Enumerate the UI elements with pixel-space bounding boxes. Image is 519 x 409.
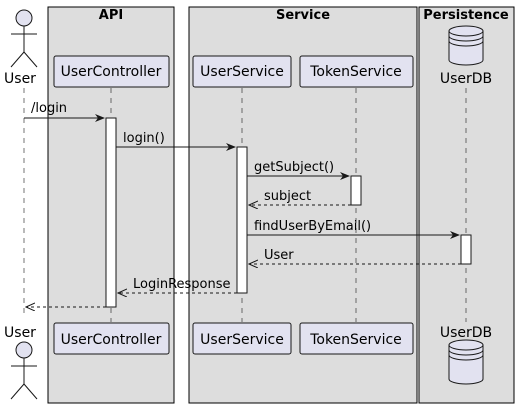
participant-usercontroller-bottom: UserController	[53, 322, 170, 355]
participant-userservice-top: UserService	[192, 55, 292, 88]
participant-label-userservice-top: UserService	[200, 64, 284, 80]
activation-usercontroller	[105, 117, 117, 308]
box-persistence: Persistence	[418, 6, 515, 404]
activations	[105, 117, 472, 308]
participant-tokenservice-top: TokenService	[299, 55, 414, 88]
message-getsubject: getSubject()	[247, 160, 350, 180]
message-login-request: /login	[24, 101, 105, 122]
message-loginresponse-return: LoginResponse	[118, 277, 237, 293]
participant-label-tokenservice-top: TokenService	[309, 64, 402, 80]
box-title-persistence: Persistence	[423, 8, 509, 23]
box-title-service: Service	[276, 8, 330, 23]
database-userdb-top	[448, 25, 484, 66]
actor-user-top	[10, 9, 38, 68]
participant-label-userservice-bottom: UserService	[200, 332, 284, 348]
participant-tokenservice-bottom: TokenService	[299, 322, 414, 355]
message-label: subject	[264, 189, 311, 204]
participant-label-tokenservice-bottom: TokenService	[309, 332, 402, 348]
participant-userservice-bottom: UserService	[192, 322, 292, 355]
message-label: findUserByEmail()	[254, 219, 371, 234]
participant-label-userdb-top: UserDB	[440, 71, 492, 87]
activation-tokenservice	[350, 175, 362, 206]
actor-user-bottom	[10, 341, 38, 400]
message-finduserbyemail: findUserByEmail()	[247, 219, 460, 239]
message-label: User	[264, 248, 294, 263]
activation-userdb	[460, 234, 472, 265]
message-user-return: User	[249, 248, 461, 264]
participant-label-user-bottom: User	[4, 325, 36, 341]
activation-userservice	[236, 146, 248, 294]
message-label: /login	[31, 101, 67, 116]
participant-label-userdb-bottom: UserDB	[440, 325, 492, 341]
message-label: login()	[123, 131, 165, 146]
participant-label-usercontroller-bottom: UserController	[61, 332, 162, 348]
participant-label-usercontroller-top: UserController	[61, 64, 162, 80]
participant-usercontroller-top: UserController	[53, 55, 170, 88]
message-login-call: login()	[116, 131, 236, 151]
message-label: LoginResponse	[133, 277, 231, 292]
database-userdb-bottom	[448, 339, 484, 385]
participant-label-user-top: User	[4, 71, 36, 87]
message-label: getSubject()	[254, 160, 334, 175]
message-subject-return: subject	[249, 189, 351, 205]
box-title-api: API	[99, 8, 123, 23]
